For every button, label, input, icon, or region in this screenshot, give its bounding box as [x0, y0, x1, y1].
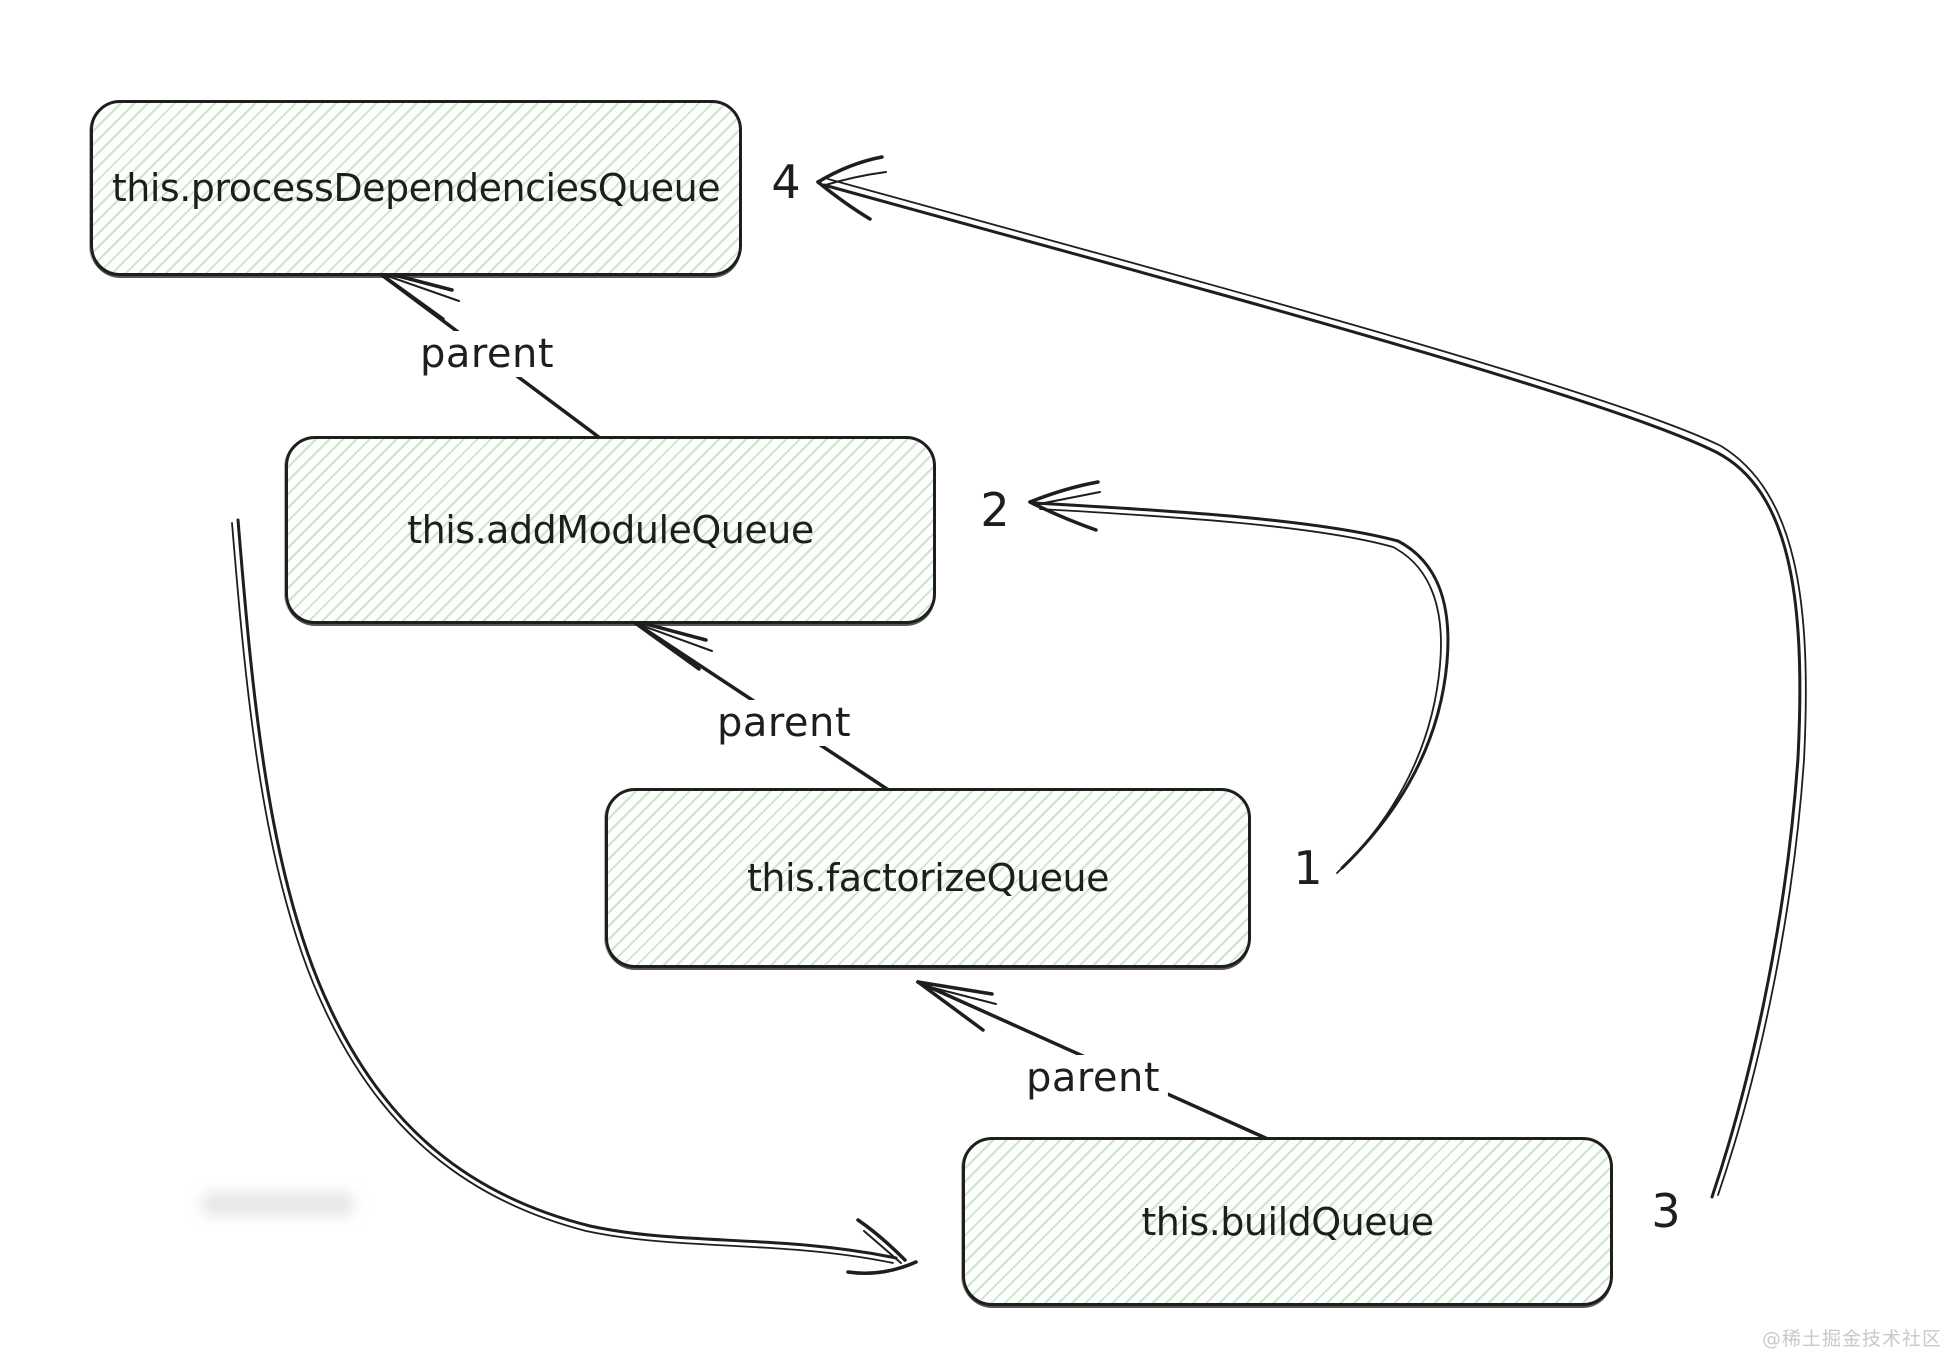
node-build-queue: this.buildQueue	[962, 1137, 1613, 1306]
flow-arrow-1-to-2	[1028, 480, 1450, 874]
step-number-3: 3	[1651, 1184, 1681, 1238]
edge-parent-label: parent	[708, 700, 860, 746]
node-process-dependencies-queue: this.processDependenciesQueue	[90, 100, 742, 276]
watermark: @稀土掘金技术社区	[1761, 1328, 1942, 1350]
edge-parent-label: parent	[1017, 1055, 1169, 1101]
step-number-2: 2	[980, 483, 1010, 537]
node-label: this.buildQueue	[1141, 1199, 1434, 1244]
node-add-module-queue: this.addModuleQueue	[285, 436, 936, 624]
flow-arrow-3-to-4	[816, 155, 1807, 1199]
node-factorize-queue: this.factorizeQueue	[605, 788, 1251, 968]
node-label: this.factorizeQueue	[747, 856, 1109, 900]
node-label: this.addModuleQueue	[407, 508, 814, 552]
edge-parent-label: parent	[411, 331, 563, 377]
node-label: this.processDependenciesQueue	[111, 166, 721, 210]
step-number-1: 1	[1293, 841, 1323, 895]
smudge-mark	[200, 1192, 355, 1216]
flow-arrow-2-to-3	[231, 518, 918, 1275]
step-number-4: 4	[771, 155, 801, 209]
